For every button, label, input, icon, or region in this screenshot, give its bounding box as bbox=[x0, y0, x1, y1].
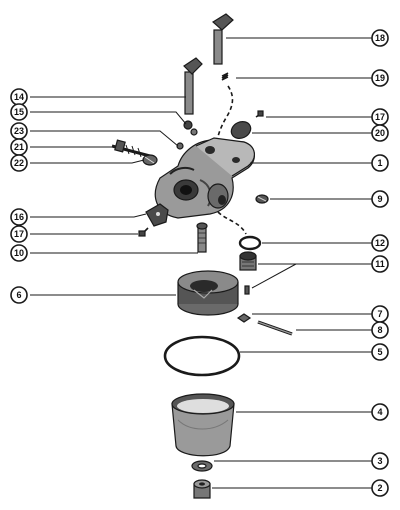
part-19-spring bbox=[221, 72, 229, 81]
part-16-throttle-plate bbox=[145, 203, 169, 227]
svg-text:10: 10 bbox=[14, 248, 24, 258]
svg-text:8: 8 bbox=[377, 325, 382, 335]
callout-2: 2 bbox=[371, 479, 389, 497]
svg-text:5: 5 bbox=[377, 347, 382, 357]
svg-text:3: 3 bbox=[377, 456, 382, 466]
callout-16: 16 bbox=[10, 208, 28, 226]
part-9-fitting bbox=[255, 194, 269, 204]
part-10-needle-valve bbox=[196, 222, 208, 253]
part-18-choke-shaft bbox=[211, 13, 234, 65]
svg-text:20: 20 bbox=[375, 128, 385, 138]
callout-4: 4 bbox=[371, 403, 389, 421]
svg-text:21: 21 bbox=[14, 142, 24, 152]
part-7-hinge-pin bbox=[236, 313, 252, 323]
callout-10: 10 bbox=[10, 244, 28, 262]
svg-text:12: 12 bbox=[375, 238, 385, 248]
part-4-float-bowl bbox=[171, 393, 235, 457]
svg-text:18: 18 bbox=[375, 33, 385, 43]
part-23-washer bbox=[176, 142, 184, 150]
assembly-path-choke bbox=[215, 85, 234, 145]
part-5-gasket bbox=[163, 335, 241, 377]
callout-20: 20 bbox=[371, 124, 389, 142]
svg-text:11: 11 bbox=[375, 259, 385, 269]
part-6-float bbox=[177, 270, 239, 316]
callout-1: 1 bbox=[371, 154, 389, 172]
callout-21: 21 bbox=[10, 138, 28, 156]
callout-19: 19 bbox=[371, 69, 389, 87]
part-20-choke-plate bbox=[230, 121, 252, 139]
svg-text:9: 9 bbox=[377, 194, 382, 204]
part-22-spring bbox=[142, 154, 158, 166]
callout-14: 14 bbox=[10, 88, 28, 106]
callout-12: 12 bbox=[371, 234, 389, 252]
assembly-path-bowl bbox=[217, 211, 247, 235]
part-14-throttle-shaft bbox=[183, 57, 203, 115]
svg-text:7: 7 bbox=[377, 309, 382, 319]
part-12-o-ring bbox=[238, 235, 262, 251]
svg-text:23: 23 bbox=[14, 126, 24, 136]
svg-text:17: 17 bbox=[14, 229, 24, 239]
callout-23: 23 bbox=[10, 122, 28, 140]
part-17-screw-upper bbox=[255, 110, 264, 118]
svg-text:17: 17 bbox=[375, 112, 385, 122]
part-11-pin bbox=[244, 285, 250, 295]
callout-9: 9 bbox=[371, 190, 389, 208]
callout-18: 18 bbox=[371, 29, 389, 47]
svg-text:15: 15 bbox=[14, 107, 24, 117]
callout-11: 11 bbox=[371, 255, 389, 273]
part-2-bowl-nut bbox=[193, 479, 211, 499]
callout-17-upper: 17 bbox=[371, 108, 389, 126]
svg-text:2: 2 bbox=[377, 483, 382, 493]
svg-text:14: 14 bbox=[14, 92, 24, 102]
svg-text:19: 19 bbox=[375, 73, 385, 83]
callout-3: 3 bbox=[371, 452, 389, 470]
callout-22: 22 bbox=[10, 154, 28, 172]
part-11-jet bbox=[239, 251, 257, 271]
part-3-washer bbox=[191, 460, 213, 472]
part-15-clip bbox=[183, 120, 198, 136]
part-17-screw-lower bbox=[138, 227, 149, 237]
callout-15: 15 bbox=[10, 103, 28, 121]
callout-8: 8 bbox=[371, 321, 389, 339]
svg-text:6: 6 bbox=[16, 290, 21, 300]
callout-7: 7 bbox=[371, 305, 389, 323]
part-1-carburetor-body bbox=[154, 137, 255, 219]
part-21-mixture-screw bbox=[111, 139, 151, 158]
callout-5: 5 bbox=[371, 343, 389, 361]
svg-text:1: 1 bbox=[377, 158, 382, 168]
callout-17-lower: 17 bbox=[10, 225, 28, 243]
svg-text:4: 4 bbox=[377, 407, 382, 417]
svg-text:22: 22 bbox=[14, 158, 24, 168]
svg-text:16: 16 bbox=[14, 212, 24, 222]
callout-6: 6 bbox=[10, 286, 28, 304]
leader-lines bbox=[30, 37, 372, 489]
